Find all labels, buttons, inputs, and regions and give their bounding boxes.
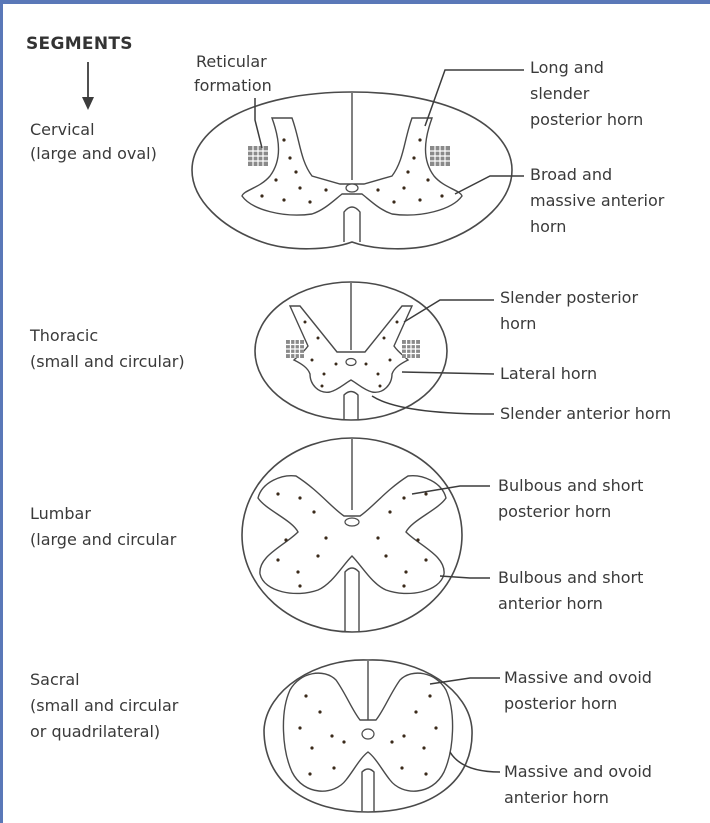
- sacral-anterior-label-line-2: anterior horn: [504, 786, 609, 810]
- thoracic-posterior-label-line-1: Slender posterior: [500, 286, 638, 310]
- sacral-posterior-label-line-1: Massive and ovoid: [504, 666, 652, 690]
- lumbar-name: Lumbar: [30, 502, 91, 526]
- cervical-name: Cervical: [30, 118, 95, 142]
- lumbar-anterior-label-line-2: anterior horn: [498, 592, 603, 616]
- thoracic-name: Thoracic: [30, 324, 98, 348]
- cervical-posterior-label-line-3: posterior horn: [530, 108, 643, 132]
- cervical-reticular-left: [248, 146, 268, 166]
- cervical-anterior-label-line-1: Broad and: [530, 163, 612, 187]
- sacral-shape-line-2: or quadrilateral): [30, 720, 160, 744]
- cervical-shape: (large and oval): [30, 142, 157, 166]
- cervical-anterior-label-line-2: massive anterior: [530, 189, 664, 213]
- cervical-reticular-right: [430, 146, 450, 166]
- thoracic-reticular-left: [286, 340, 304, 358]
- lumbar-section: [242, 438, 490, 632]
- thoracic-reticular-right: [402, 340, 420, 358]
- thoracic-lateral-label: Lateral horn: [500, 362, 597, 386]
- down-arrow-icon: [82, 62, 94, 110]
- thoracic-anterior-label: Slender anterior horn: [500, 402, 671, 426]
- lumbar-shape: (large and circular: [30, 528, 176, 552]
- thoracic-posterior-label-line-2: horn: [500, 312, 536, 336]
- sacral-section: [264, 660, 500, 812]
- sacral-shape-line-1: (small and circular: [30, 694, 178, 718]
- sacral-name: Sacral: [30, 668, 80, 692]
- cervical-anterior-label-line-3: horn: [530, 215, 566, 239]
- cervical-central-canal: [346, 184, 358, 192]
- lumbar-central-canal: [345, 518, 359, 526]
- cervical-posterior-label-line-1: Long and: [530, 56, 604, 80]
- segments-heading: SEGMENTS: [26, 32, 133, 56]
- sacral-anterior-label-line-1: Massive and ovoid: [504, 760, 652, 784]
- lumbar-anterior-label-line-1: Bulbous and short: [498, 566, 643, 590]
- sacral-posterior-label-line-2: posterior horn: [504, 692, 617, 716]
- lumbar-posterior-label-line-1: Bulbous and short: [498, 474, 643, 498]
- reticular-label-line-1: Reticular: [196, 50, 267, 74]
- sacral-central-canal: [362, 729, 374, 739]
- thoracic-central-canal: [346, 359, 356, 366]
- thoracic-section: [255, 282, 494, 420]
- cervical-posterior-label-line-2: slender: [530, 82, 589, 106]
- thoracic-shape: (small and circular): [30, 350, 185, 374]
- lumbar-posterior-label-line-2: posterior horn: [498, 500, 611, 524]
- reticular-label-line-2: formation: [194, 74, 272, 98]
